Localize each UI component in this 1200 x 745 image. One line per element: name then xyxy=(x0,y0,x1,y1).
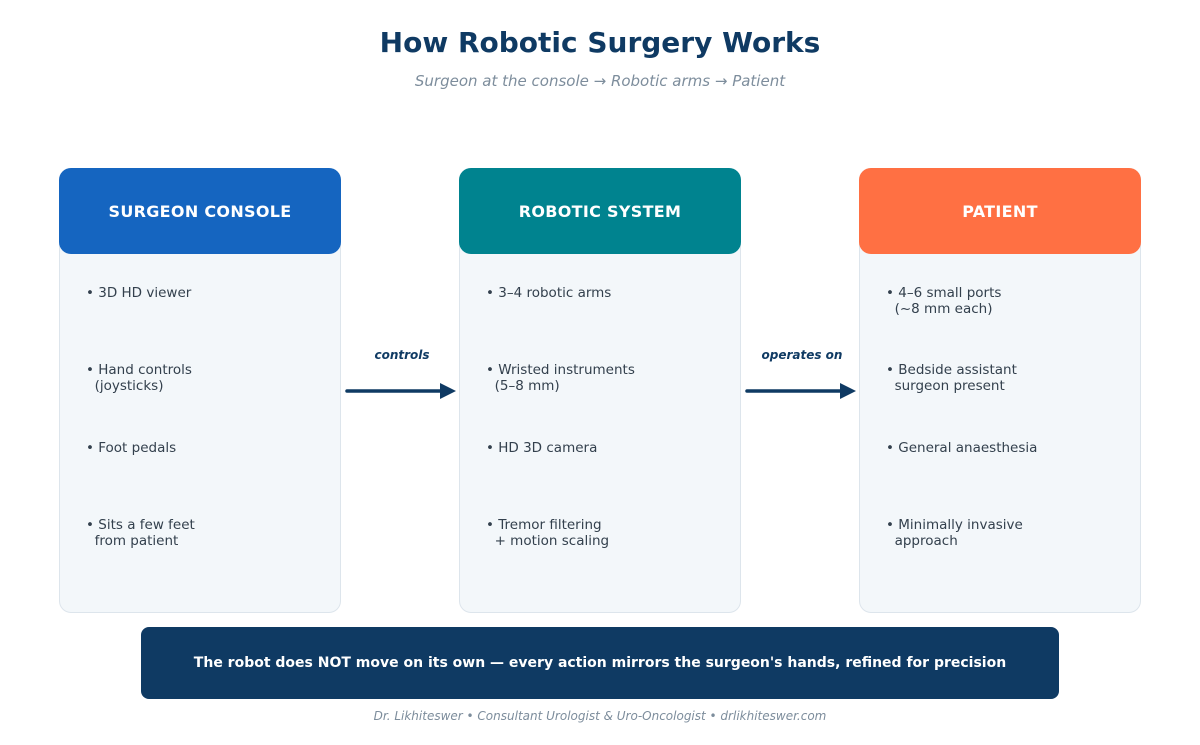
arrow-right-icon xyxy=(745,383,856,399)
card-item: • 3–4 robotic arms xyxy=(486,285,612,301)
footer-credit: Dr. Likhiteswer • Consultant Urologist &… xyxy=(373,709,827,723)
card-item: • Bedside assistant surgeon present xyxy=(886,362,1017,394)
surgeon-console-card: SURGEON CONSOLE • 3D HD viewer • Hand co… xyxy=(59,168,341,613)
card-item: • Wristed instruments (5–8 mm) xyxy=(486,362,635,394)
card-item: • 3D HD viewer xyxy=(86,285,192,301)
page-subtitle: Surgeon at the console → Robotic arms → … xyxy=(414,72,786,90)
card-item: • Hand controls (joysticks) xyxy=(86,362,192,394)
controls-label: controls xyxy=(374,348,430,362)
key-message-banner: The robot does NOT move on its own — eve… xyxy=(141,627,1059,699)
card-item: • Tremor filtering + motion scaling xyxy=(486,517,610,549)
robotic-system-header: ROBOTIC SYSTEM xyxy=(459,168,741,254)
page-title: How Robotic Surgery Works xyxy=(379,26,821,59)
surgeon-console-header: SURGEON CONSOLE xyxy=(59,168,341,254)
banner-text: The robot does NOT move on its own — eve… xyxy=(193,655,1007,671)
operates-on-label: operates on xyxy=(761,348,843,362)
card-item: • HD 3D camera xyxy=(486,440,598,456)
patient-card: PATIENT • 4–6 small ports (~8 mm each) •… xyxy=(859,168,1141,613)
card-item: • General anaesthesia xyxy=(886,440,1038,456)
robotic-system-title: ROBOTIC SYSTEM xyxy=(518,201,682,221)
robotic-system-card: ROBOTIC SYSTEM • 3–4 robotic arms • Wris… xyxy=(459,168,741,613)
card-item: • Sits a few feet from patient xyxy=(86,517,195,549)
card-item: • Foot pedals xyxy=(86,440,177,456)
patient-title: PATIENT xyxy=(962,201,1038,221)
surgeon-console-title: SURGEON CONSOLE xyxy=(108,201,292,221)
card-item: • Minimally invasive approach xyxy=(886,517,1023,549)
arrow-right-icon xyxy=(345,383,456,399)
card-item: • 4–6 small ports (~8 mm each) xyxy=(886,285,1002,317)
patient-header: PATIENT xyxy=(859,168,1141,254)
